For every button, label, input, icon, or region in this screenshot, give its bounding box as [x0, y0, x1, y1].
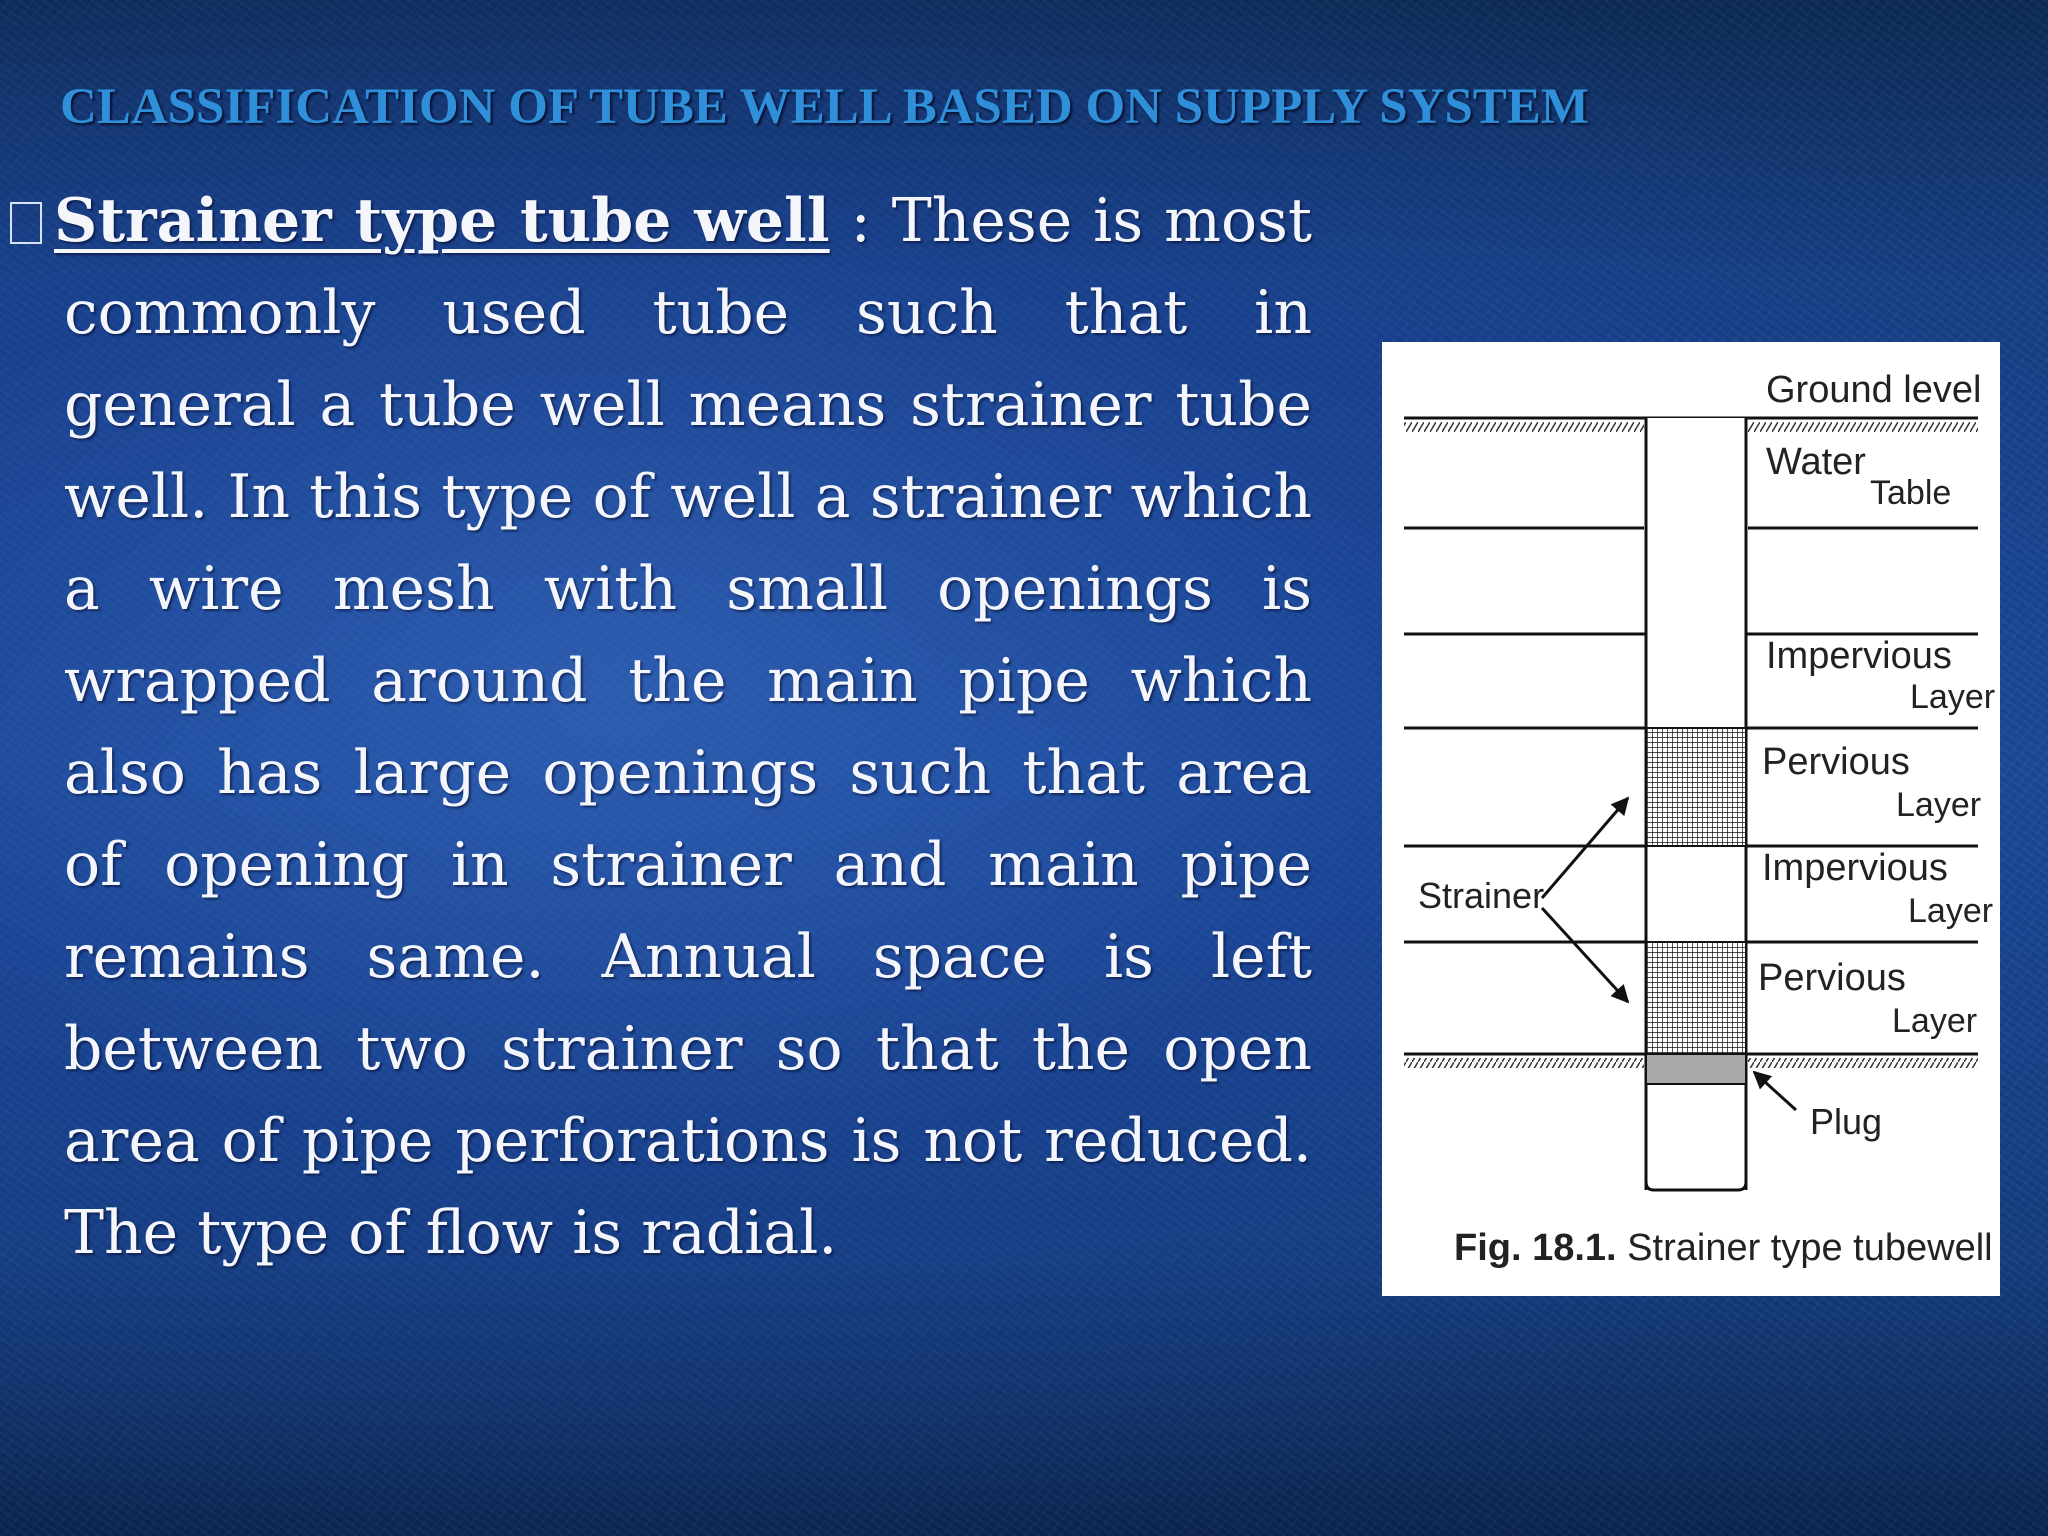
plug-arrow — [1752, 1070, 1798, 1112]
label-strainer: Strainer — [1418, 875, 1544, 916]
caption-text: Strainer type tubewell — [1617, 1227, 1993, 1269]
bottom-hatch-right — [1748, 1058, 1978, 1068]
strainer-lower — [1645, 941, 1747, 1055]
strainer-arrow-down — [1540, 906, 1630, 1004]
label-layer-1: Layer — [1910, 678, 1995, 716]
figure-panel: Ground level Water Table Impervious Laye… — [1382, 342, 2000, 1296]
label-pervious-2: Pervious — [1758, 957, 1906, 999]
label-ground-level: Ground level — [1766, 369, 1981, 411]
body-heading: Strainer type tube well — [54, 186, 830, 256]
label-impervious-1: Impervious — [1766, 635, 1952, 677]
tubewell-diagram: Ground level Water Table Impervious Laye… — [1404, 369, 1995, 1269]
slide-body: Strainer type tube well : These is most … — [54, 175, 1313, 1279]
label-impervious-2: Impervious — [1762, 847, 1948, 889]
pipe-bottom — [1644, 1181, 1748, 1192]
strainer-arrow-up — [1540, 796, 1630, 899]
label-plug: Plug — [1810, 1101, 1882, 1142]
ground-hatch-left — [1404, 422, 1644, 432]
slide-title: CLASSIFICATION OF TUBE WELL BASED ON SUP… — [60, 79, 1590, 135]
bullet-marker — [10, 202, 42, 244]
label-water: Water — [1766, 441, 1866, 483]
plug — [1645, 1053, 1747, 1085]
figure-caption: Fig. 18.1. Strainer type tubewell — [1454, 1227, 1993, 1269]
label-table: Table — [1870, 474, 1951, 512]
ground-hatch-right — [1748, 422, 1978, 432]
label-layer-4: Layer — [1892, 1002, 1977, 1040]
strainer-upper — [1645, 727, 1747, 847]
body-paragraph: : These is most commonly used tube such … — [64, 186, 1313, 1268]
label-pervious-1: Pervious — [1762, 741, 1910, 783]
caption-bold: Fig. 18.1. — [1454, 1227, 1617, 1269]
bottom-hatch-left — [1404, 1058, 1644, 1068]
label-layer-3: Layer — [1908, 892, 1993, 930]
label-layer-2: Layer — [1896, 786, 1981, 824]
